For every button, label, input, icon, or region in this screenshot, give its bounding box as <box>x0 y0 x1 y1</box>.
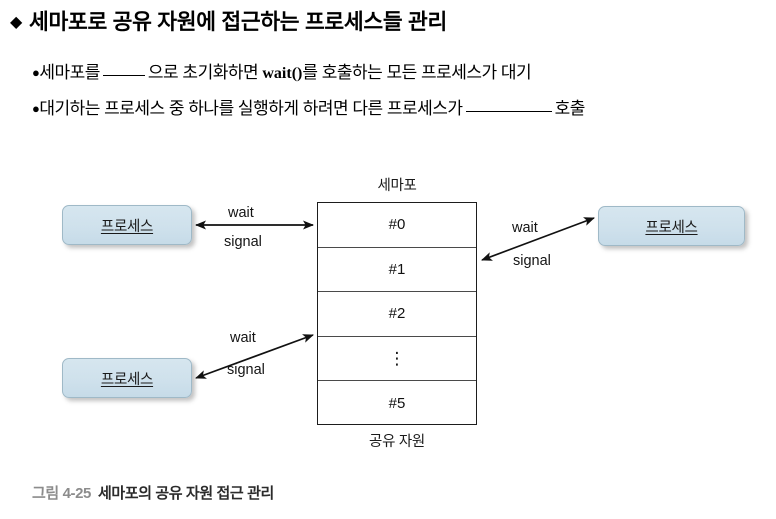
process-top-right[interactable]: 프로세스 <box>598 206 745 246</box>
arrow-top-left-signal-label: signal <box>224 234 262 250</box>
figure-caption-number: 그림 4-25 <box>32 485 91 502</box>
round-bullet-icon: ● <box>32 65 40 80</box>
shared-resource-label: 공유 자원 <box>369 434 425 450</box>
bullet-1-part1: 세마포를 <box>39 63 100 82</box>
figure-caption: 그림 4-25 세마포의 공유 자원 접근 관리 <box>32 482 274 503</box>
bullet-item-1: ●세마포를 으로 초기화하면 wait()를 호출하는 모든 프로세스가 대기 <box>32 63 776 83</box>
arrow-top-right <box>481 217 595 261</box>
bullet-2-part1: 대기하는 프로세스 중 하나를 실행하게 하려면 다른 프로세스가 <box>39 99 463 118</box>
page-title-text: 세마포로 공유 자원에 접근하는 프로세스들 관리 <box>29 10 447 34</box>
semaphore-slot-5: #5 <box>388 395 406 413</box>
process-top-right-label: 프로세스 <box>645 219 698 236</box>
semaphore-slot-1: #1 <box>318 248 476 293</box>
round-bullet-icon: ● <box>32 101 40 116</box>
semaphore-title: 세마포 <box>377 178 417 194</box>
bullet-item-2: ●대기하는 프로세스 중 하나를 실행하게 하려면 다른 프로세스가 호출 <box>32 99 776 119</box>
process-bottom-left[interactable]: 프로세스 <box>62 358 192 398</box>
bullet-2-blank <box>465 111 552 112</box>
bullet-2-part2: 호출 <box>554 99 586 118</box>
semaphore-diagram: 프로세스 프로세스 프로세스 세마포 #0 #1 #2 ⋮ #5 공유 자원 w… <box>0 160 776 460</box>
arrow-bottom-left <box>195 334 314 379</box>
process-bottom-left-label: 프로세스 <box>100 371 154 388</box>
process-top-left[interactable]: 프로세스 <box>62 205 192 245</box>
bullet-1-blank <box>102 75 145 76</box>
bullet-1-code: wait() <box>262 65 303 82</box>
bullet-1-part2: 으로 초기화하면 <box>147 63 259 82</box>
semaphore-slot-0: #0 <box>318 203 476 248</box>
arrow-top-right-wait-label: wait <box>512 220 538 236</box>
bullet-1-part3: 를 호출하는 모든 프로세스가 대기 <box>302 63 532 82</box>
semaphore-slot-2: #2 <box>318 292 476 337</box>
arrow-top-left-wait-label: wait <box>228 205 254 221</box>
semaphore-table: #0 #1 #2 ⋮ #5 <box>317 202 477 425</box>
diamond-bullet-icon: ◆ <box>10 14 23 31</box>
arrow-bottom-left-wait-label: wait <box>230 330 256 346</box>
semaphore-slot-ellipsis: ⋮ <box>318 337 476 382</box>
page-title: ◆ 세마포로 공유 자원에 접근하는 프로세스들 관리 <box>10 10 766 36</box>
process-top-left-label: 프로세스 <box>100 218 154 235</box>
diagram-arrows-layer <box>195 217 595 379</box>
figure-caption-text: 세마포의 공유 자원 접근 관리 <box>98 485 274 502</box>
arrow-top-right-signal-label: signal <box>513 253 551 269</box>
arrow-bottom-left-signal-label: signal <box>227 362 265 378</box>
